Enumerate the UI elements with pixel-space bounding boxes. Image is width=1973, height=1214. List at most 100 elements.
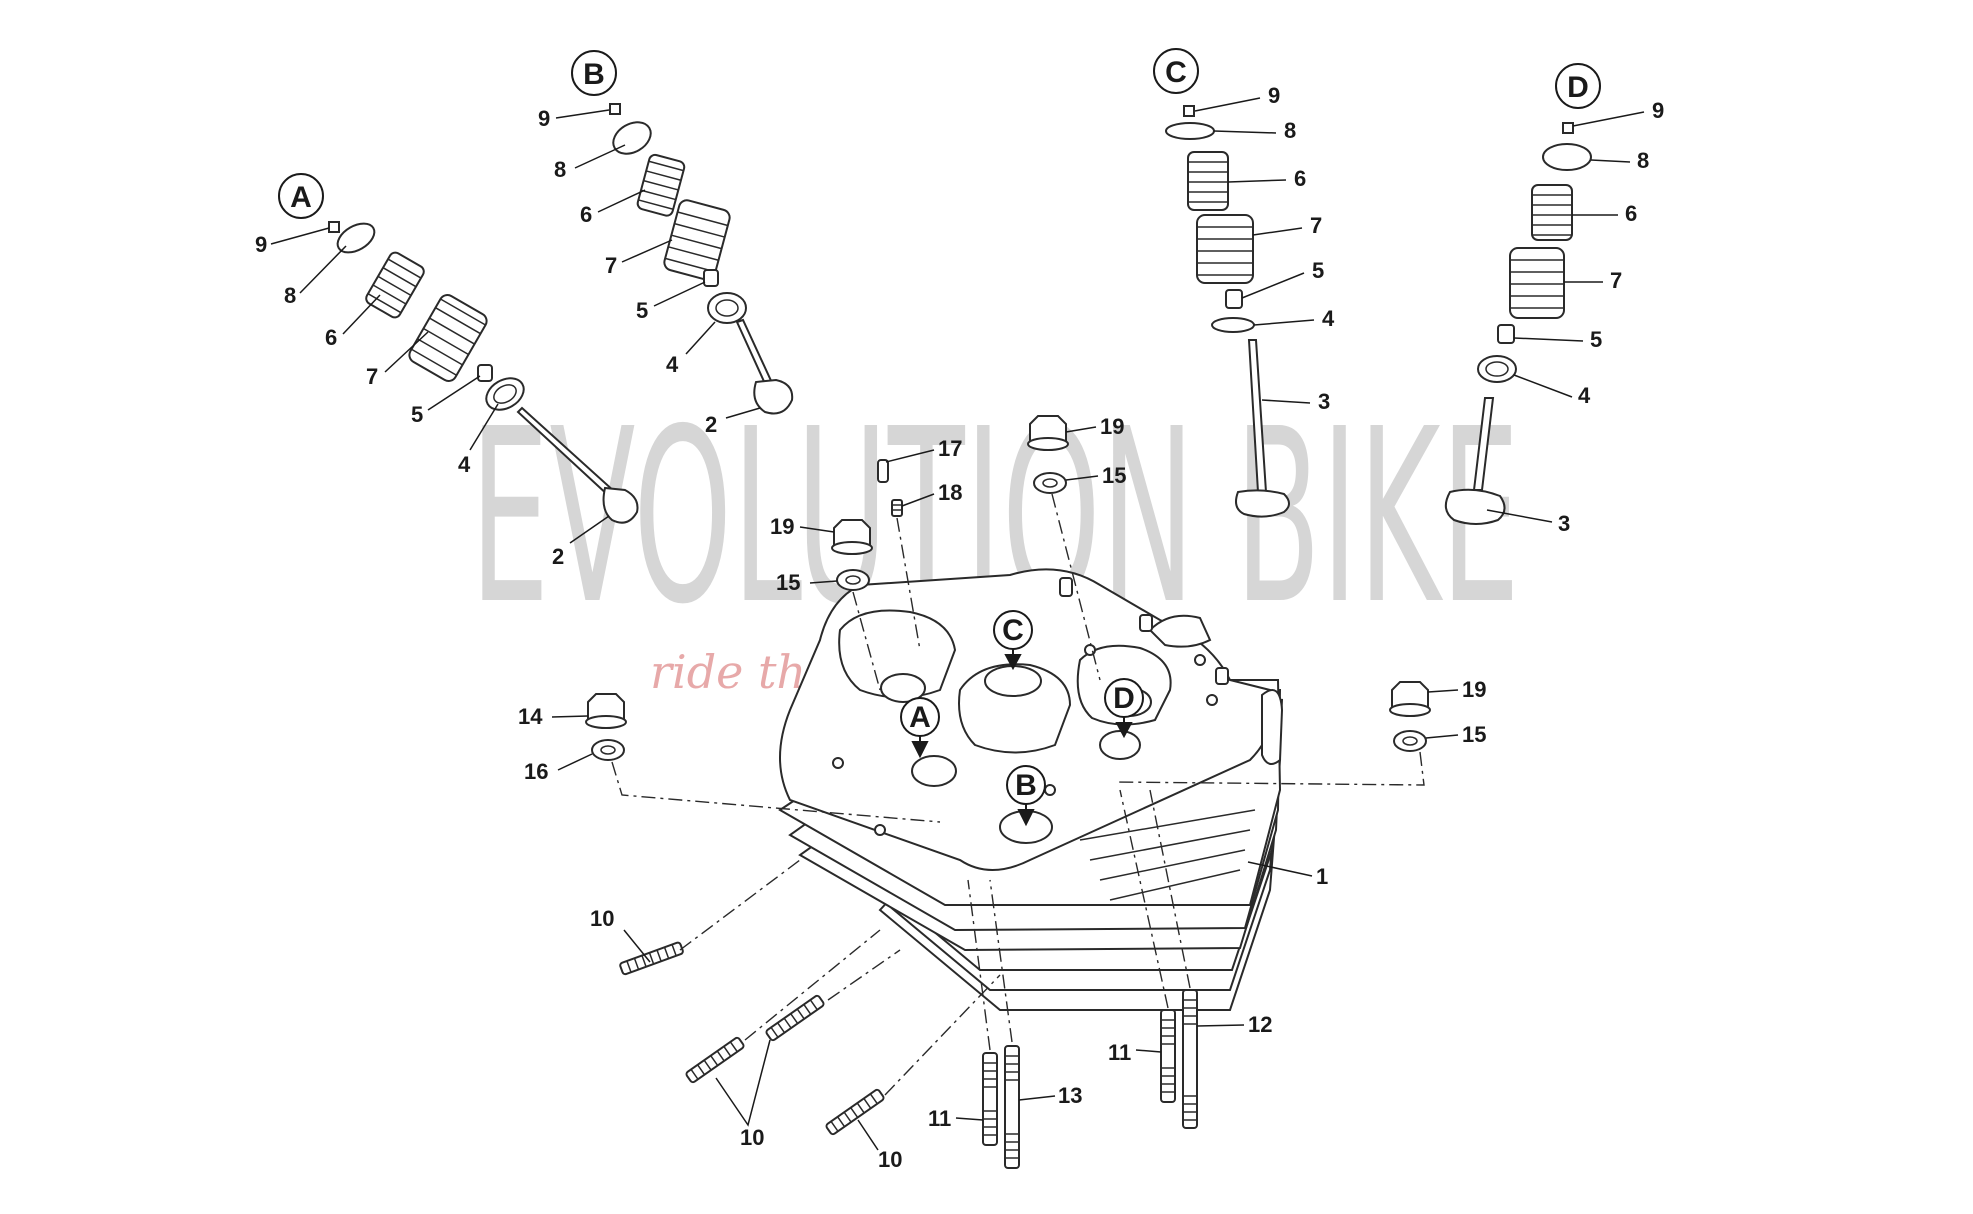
long-stud [982,1052,998,1146]
inner-spring [1531,184,1573,241]
callout-b-4: 4 [666,352,679,377]
inner-spring [636,153,686,217]
sealing-washer [1033,472,1067,494]
callout-b-8: 8 [554,157,566,182]
valve-seal [1497,324,1515,344]
callout-c-9: 9 [1268,83,1280,108]
head-marker-c-text: C [1002,614,1024,647]
callout-c-5: 5 [1312,258,1324,283]
callout-h-1: 1 [1316,864,1328,889]
flange-bolt [585,693,627,729]
inner-spring [365,251,425,319]
callout-a-2: 2 [552,544,564,569]
valve-seal [477,364,493,382]
head-marker-a-text: A [909,701,931,734]
valve-seal [1225,289,1243,309]
spring-retainer [1165,122,1215,140]
callout-a-6: 6 [325,325,337,350]
callout-a-7: 7 [366,364,378,389]
assembly-letter-a: A [278,173,324,219]
valve [1235,339,1290,518]
callout-a-4: 4 [458,452,471,477]
valve-assembly-c: C 9 8 6 7 5 4 3 [1153,48,1335,518]
valve [735,318,794,415]
callout-c-4: 4 [1322,306,1335,331]
threaded-stud [685,1036,745,1084]
callout-h-19b: 19 [1100,414,1124,439]
flange-bolt [1027,415,1069,451]
assembly-letter-d-text: D [1567,71,1589,104]
long-stud [1160,1009,1176,1103]
callout-d-5: 5 [1590,327,1602,352]
callout-h-10a: 10 [590,906,614,931]
callout-b-7: 7 [605,253,617,278]
callout-d-7: 7 [1610,268,1622,293]
callout-h-11b: 11 [1108,1040,1131,1065]
callout-h-15a: 15 [776,570,800,595]
rocker-boss-left [838,609,957,699]
outer-spring [408,294,488,382]
callout-d-9: 9 [1652,98,1664,123]
callout-c-3: 3 [1318,389,1330,414]
callout-h-17: 17 [938,436,962,461]
callout-h-10b: 10 [740,1125,764,1150]
callout-h-18: 18 [938,480,962,505]
spring-washer [1477,355,1517,383]
callout-c-6: 6 [1294,166,1306,191]
head-marker-d-text: D [1113,682,1135,715]
spring-washer [707,292,747,324]
callout-d-8: 8 [1637,148,1649,173]
callout-c-7: 7 [1310,213,1322,238]
threaded-stud [825,1088,885,1136]
assembly-letter-c: C [1153,48,1199,94]
valve [516,406,639,524]
head-marker-c: C [993,610,1033,671]
callout-h-19c: 19 [1462,677,1486,702]
threaded-stud [619,941,684,976]
callout-d-3: 3 [1558,511,1570,536]
callout-b-9: 9 [538,106,550,131]
flange-bolt [831,519,873,555]
callout-d-6: 6 [1625,201,1637,226]
assembly-letter-b: B [571,50,617,96]
assembly-letter-b-text: B [583,58,605,91]
head-marker-d: D [1104,678,1144,739]
assembly-letter-a-text: A [290,181,312,214]
callout-a-9: 9 [255,232,267,257]
assembly-letter-c-text: C [1165,56,1187,89]
long-stud [1182,989,1198,1129]
valve-assembly-a: A 9 8 6 7 5 [255,173,639,569]
valve-assembly-b: B 9 8 6 7 5 4 2 [538,50,794,437]
spring-retainer [1542,143,1592,171]
valve-keeper [609,103,621,115]
callout-h-15b: 15 [1102,463,1126,488]
callout-h-16: 16 [524,759,548,784]
callout-b-2: 2 [705,412,717,437]
callout-d-4: 4 [1578,383,1591,408]
spring-retainer [336,222,376,254]
valve-keeper [328,221,340,233]
valve-keeper [1183,105,1195,117]
callout-c-8: 8 [1284,118,1296,143]
outer-spring [1196,214,1254,284]
flange-bolt [1389,681,1431,717]
spring-retainer [612,121,652,155]
small-spring [891,499,903,517]
callout-h-13: 13 [1058,1083,1082,1108]
outer-spring [663,199,731,281]
callout-a-8: 8 [284,283,296,308]
callout-h-15c: 15 [1462,722,1486,747]
callout-h-12: 12 [1248,1012,1272,1037]
long-stud [1004,1045,1020,1169]
head-marker-b-text: B [1015,769,1037,802]
threaded-stud [765,994,825,1042]
inner-spring [1187,151,1229,211]
spring-washer [1211,317,1255,333]
head-marker-a: A [900,697,940,759]
callout-b-6: 6 [580,202,592,227]
valve-assembly-d: D 9 8 6 7 5 4 3 [1444,63,1664,536]
callout-h-11a: 11 [928,1106,951,1131]
sealing-washer [591,739,625,761]
callout-h-14: 14 [518,704,543,729]
